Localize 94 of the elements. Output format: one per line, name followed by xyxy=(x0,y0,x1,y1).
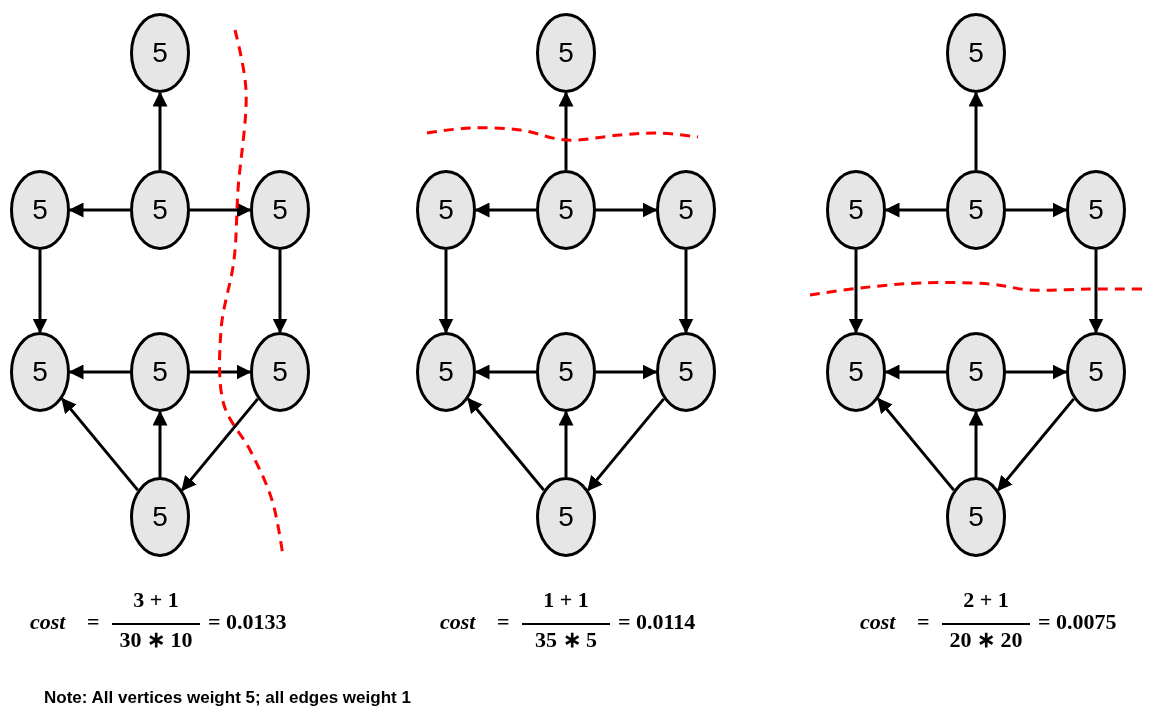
arrow xyxy=(558,91,574,170)
arrow xyxy=(272,250,288,334)
formula-result: = 0.0075 xyxy=(1038,609,1117,635)
vertex-ellipse xyxy=(416,170,476,250)
vertex-weight: 5 xyxy=(678,356,694,388)
vertex-weight: 5 xyxy=(848,194,864,226)
arrow xyxy=(587,397,665,492)
arrow xyxy=(438,250,454,334)
arrow xyxy=(32,250,48,334)
arrow xyxy=(68,202,130,218)
vertex-weight: 5 xyxy=(848,356,864,388)
arrow xyxy=(61,397,139,492)
arrow xyxy=(884,202,946,218)
formula-variable: cost xyxy=(30,609,66,635)
vertex-weight: 5 xyxy=(152,194,168,226)
vertex-ellipse xyxy=(1066,170,1126,250)
equals-sign: = xyxy=(87,609,100,635)
arrow xyxy=(474,364,536,380)
equals-sign: = xyxy=(497,609,510,635)
arrow xyxy=(474,202,536,218)
fraction-numerator: 2 + 1 xyxy=(962,587,1010,613)
arrow xyxy=(884,364,946,380)
vertex-weight: 5 xyxy=(558,37,574,69)
vertex-ellipse xyxy=(946,13,1006,93)
formula-result: = 0.0133 xyxy=(208,609,287,635)
vertex-ellipse xyxy=(946,332,1006,412)
vertex-ellipse xyxy=(536,170,596,250)
vertex-ellipse xyxy=(826,170,886,250)
arrow xyxy=(596,364,658,380)
vertex-ellipse xyxy=(10,170,70,250)
formula-variable: cost xyxy=(440,609,476,635)
vertex-weight: 5 xyxy=(272,194,288,226)
vertex-ellipse xyxy=(1066,332,1126,412)
vertex-weight: 5 xyxy=(272,356,288,388)
vertex-ellipse xyxy=(946,170,1006,250)
vertex-weight: 5 xyxy=(1088,356,1104,388)
arrow xyxy=(678,250,694,334)
vertex-weight: 5 xyxy=(968,501,984,533)
vertex-ellipse xyxy=(826,332,886,412)
arrow xyxy=(997,397,1075,492)
vertex-ellipse xyxy=(10,332,70,412)
fraction-numerator: 1 + 1 xyxy=(542,587,590,613)
formula-variable: cost xyxy=(860,609,896,635)
arrow xyxy=(877,397,955,492)
vertex-ellipse xyxy=(536,13,596,93)
arrow xyxy=(968,410,984,477)
arrow xyxy=(190,202,252,218)
vertex-ellipse xyxy=(250,170,310,250)
vertex-weight: 5 xyxy=(1088,194,1104,226)
arrow xyxy=(152,410,168,477)
vertex-weight: 5 xyxy=(558,194,574,226)
formula-result: = 0.0114 xyxy=(618,609,696,635)
vertex-ellipse xyxy=(250,332,310,412)
vertex-ellipse xyxy=(130,477,190,557)
vertex-weight: 5 xyxy=(678,194,694,226)
vertex-ellipse xyxy=(536,477,596,557)
vertex-ellipse xyxy=(130,332,190,412)
vertex-ellipse xyxy=(130,170,190,250)
vertex-weight: 5 xyxy=(32,356,48,388)
arrow xyxy=(68,364,130,380)
arrow xyxy=(558,410,574,477)
arrow xyxy=(1088,250,1104,334)
fraction-denominator: 35 ∗ 5 xyxy=(534,627,598,653)
arrow xyxy=(1006,364,1068,380)
note-text: Note: All vertices weight 5; all edges weight 1 xyxy=(44,688,411,708)
vertex-weight: 5 xyxy=(438,194,454,226)
vertex-weight: 5 xyxy=(438,356,454,388)
vertex-ellipse xyxy=(416,332,476,412)
vertex-ellipse xyxy=(946,477,1006,557)
arrow xyxy=(152,91,168,170)
arrow xyxy=(190,364,252,380)
vertex-weight: 5 xyxy=(152,356,168,388)
vertex-weight: 5 xyxy=(968,194,984,226)
arrow xyxy=(467,397,545,492)
vertex-ellipse xyxy=(130,13,190,93)
arrow xyxy=(181,397,259,492)
fraction-denominator: 20 ∗ 20 xyxy=(948,627,1024,653)
arrow xyxy=(596,202,658,218)
vertex-ellipse xyxy=(536,332,596,412)
arrow xyxy=(848,250,864,334)
vertex-weight: 5 xyxy=(152,37,168,69)
vertex-weight: 5 xyxy=(558,501,574,533)
arrow xyxy=(968,91,984,170)
vertex-ellipse xyxy=(656,170,716,250)
vertex-weight: 5 xyxy=(32,194,48,226)
vertex-weight: 5 xyxy=(152,501,168,533)
fraction-numerator: 3 + 1 xyxy=(132,587,180,613)
vertex-weight: 5 xyxy=(558,356,574,388)
vertex-weight: 5 xyxy=(968,37,984,69)
arrow xyxy=(1006,202,1068,218)
vertex-weight: 5 xyxy=(968,356,984,388)
fraction-denominator: 30 ∗ 10 xyxy=(118,627,194,653)
vertex-ellipse xyxy=(656,332,716,412)
equals-sign: = xyxy=(917,609,930,635)
